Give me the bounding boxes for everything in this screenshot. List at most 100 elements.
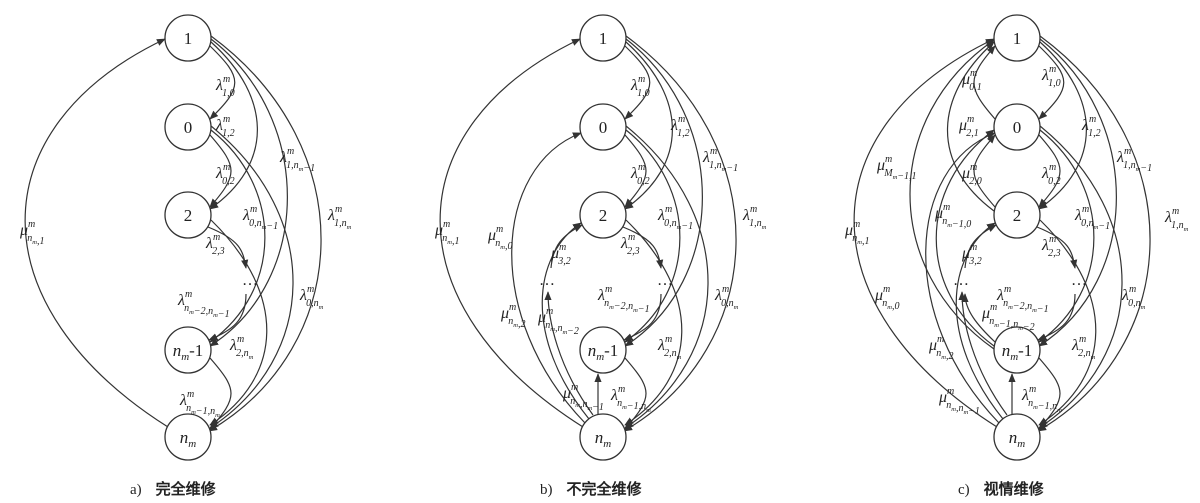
caption-title: 不完全维修 — [566, 480, 642, 498]
state-label: nm — [180, 428, 197, 450]
state-label: 0 — [184, 118, 193, 137]
caption-c: c)视情维修 — [958, 478, 1044, 499]
state-2: 2 — [579, 191, 627, 239]
state-0: 0 — [993, 103, 1041, 151]
caption-title: 完全维修 — [155, 480, 216, 498]
ellipsis-left: … — [539, 272, 555, 289]
transition-arrow — [209, 41, 258, 210]
state-label: nm-1 — [1002, 341, 1033, 363]
repair-arrow — [544, 291, 594, 416]
transition-arrow — [622, 226, 664, 269]
transition-arrow — [624, 134, 647, 208]
transition-arrow — [209, 219, 268, 426]
transition-arrow — [623, 293, 662, 341]
state-label: 2 — [184, 206, 193, 225]
repair-arrow — [439, 38, 584, 428]
transition-arrow — [624, 125, 709, 429]
repair-arrow — [925, 132, 1000, 424]
transition-arrow — [208, 293, 247, 341]
state-2: 2 — [993, 191, 1041, 239]
ellipsis-right: … — [1071, 272, 1087, 289]
transition-arrow — [1038, 219, 1097, 426]
state-label: 1 — [599, 29, 608, 48]
caption-b: b) 不完全维修 — [540, 478, 642, 499]
transition-arrow — [623, 35, 737, 432]
state-circle — [993, 191, 1041, 239]
state-label: 1 — [184, 29, 193, 48]
state-label: nm — [595, 428, 612, 450]
state-circle — [993, 14, 1041, 62]
repair-arrow — [961, 293, 996, 343]
transition-arrow — [209, 45, 236, 120]
repair-arrow — [511, 132, 586, 424]
repair-arrow — [550, 224, 583, 269]
transition-arrow — [1038, 357, 1061, 430]
transition-arrow — [624, 41, 673, 210]
repair-arrow — [964, 224, 997, 269]
state-circle — [164, 413, 212, 461]
repair-arrow — [853, 38, 998, 428]
caption-letter: b) — [540, 482, 553, 498]
transition-arrow — [209, 134, 232, 208]
state-circle — [579, 413, 627, 461]
caption-letter: a) — [130, 482, 142, 498]
state-nm: nm — [164, 413, 212, 461]
state-circle — [579, 14, 627, 62]
transition-arrow — [209, 357, 232, 430]
state-1: 1 — [164, 14, 212, 62]
state-label: 2 — [1013, 206, 1022, 225]
state-label: 1 — [1013, 29, 1022, 48]
repair-arrow — [935, 129, 995, 347]
transition-arrow — [624, 38, 703, 347]
transition-arrow — [1037, 293, 1076, 341]
state-label: nm-1 — [173, 341, 204, 363]
state-0: 0 — [164, 103, 212, 151]
transition-arrow — [624, 357, 647, 430]
caption-a: a) 完全维修 — [130, 478, 216, 499]
transition-arrow — [624, 219, 683, 426]
state-label: 2 — [599, 206, 608, 225]
repair-arrow — [973, 134, 996, 208]
state-circle — [993, 326, 1041, 374]
state-2: 2 — [164, 191, 212, 239]
caption-letter: c) — [958, 482, 970, 498]
state-circle — [579, 326, 627, 374]
state-nm-minus-1: nm-1 — [164, 326, 212, 374]
transition-arrow — [624, 45, 651, 120]
ellipsis-left: … — [953, 272, 969, 289]
